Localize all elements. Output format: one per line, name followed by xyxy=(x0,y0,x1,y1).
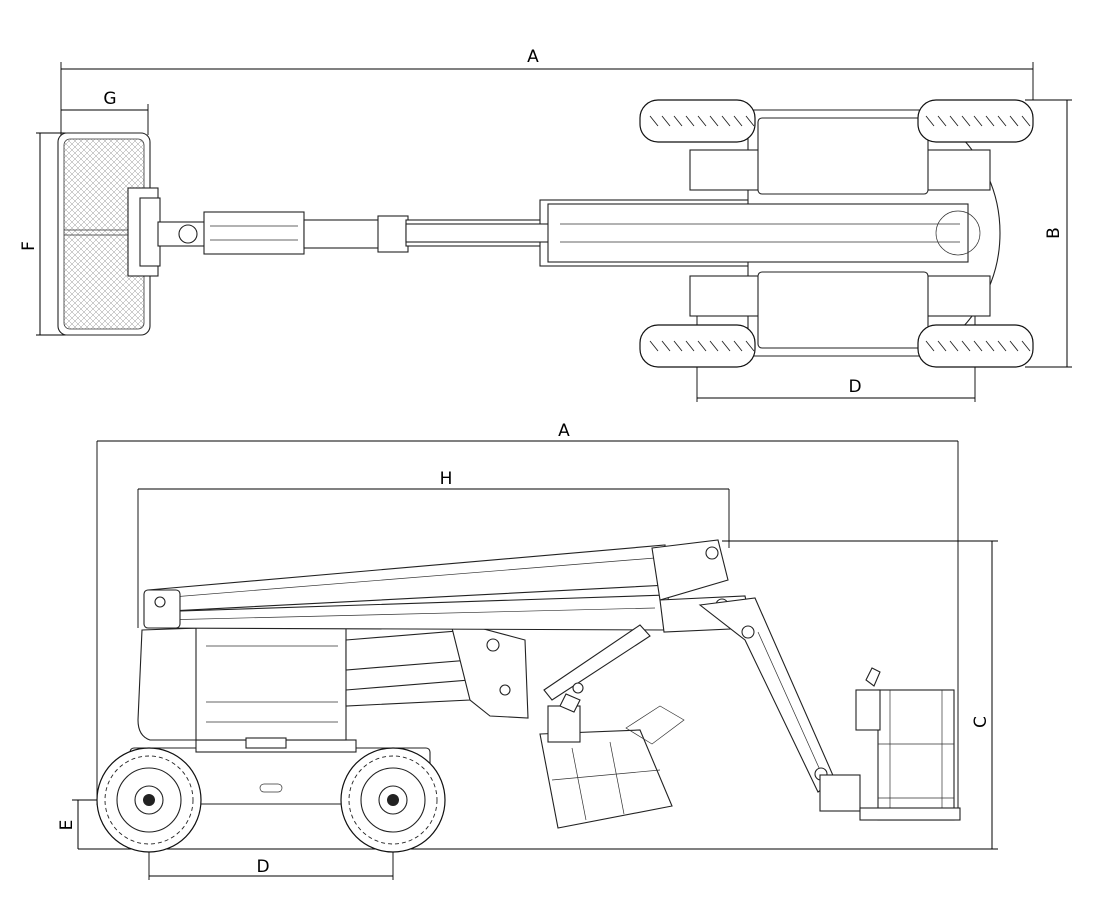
label-c: C xyxy=(971,716,991,728)
chassis-top xyxy=(547,109,1001,357)
jib-top xyxy=(157,211,409,255)
tyre-rear-right-top xyxy=(917,324,1034,368)
dimension-h: H xyxy=(137,469,730,628)
dimension-e: E xyxy=(57,799,100,849)
platform-basket-rotated-side xyxy=(539,705,685,829)
wheel-front-side xyxy=(96,747,202,853)
label-a-side: A xyxy=(558,421,570,441)
tyre-rear-left-top xyxy=(917,99,1034,143)
jib-arm-side xyxy=(698,597,861,812)
label-e: E xyxy=(57,820,77,831)
tyre-front-right-top xyxy=(639,324,756,368)
dimension-a-side: A xyxy=(96,421,959,818)
platform-basket-top xyxy=(57,132,161,336)
top-view: A G F B D xyxy=(19,47,1072,402)
label-b: B xyxy=(1044,227,1064,239)
dimension-a-top: A xyxy=(60,47,1034,135)
label-a-top: A xyxy=(527,47,539,67)
dimension-g: G xyxy=(61,89,149,135)
dimension-b: B xyxy=(1025,99,1072,368)
dimension-f: F xyxy=(19,132,66,336)
label-g: G xyxy=(103,89,116,109)
main-boom-side xyxy=(143,539,753,633)
label-d-side: D xyxy=(256,857,269,877)
tyre-front-left-top xyxy=(639,99,756,143)
platform-basket-side xyxy=(855,667,961,821)
label-h: H xyxy=(440,469,453,489)
label-f: F xyxy=(19,241,39,251)
riser-links-side xyxy=(345,619,529,719)
wheel-rear-side xyxy=(340,747,446,853)
label-d-top: D xyxy=(848,377,861,397)
jib-cylinder-side xyxy=(543,624,651,713)
side-view: A H C E D xyxy=(57,421,998,880)
